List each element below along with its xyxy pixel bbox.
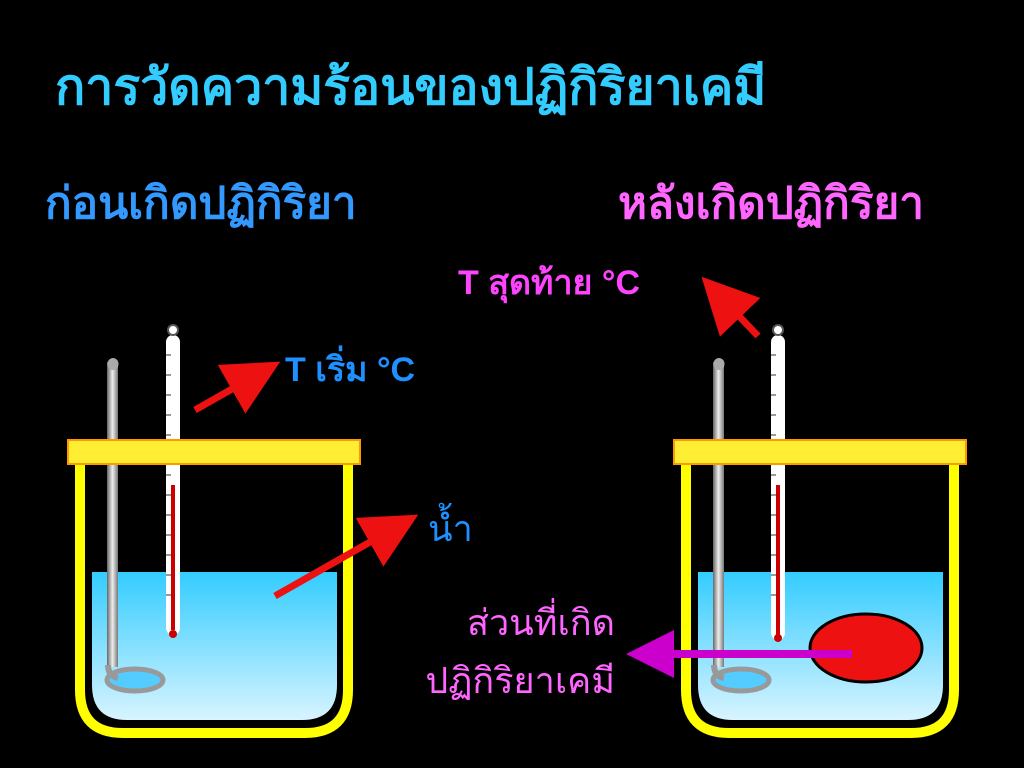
temp-start-label: T เริ่ม °C [285,351,416,389]
arrow-to-tend [701,276,761,339]
after-reaction-heading: หลังเกิดปฏิกิริยา [618,178,924,229]
temp-end-label: T สุดท้าย °C [458,264,641,302]
right-stirrer-ring [710,666,772,694]
water-label: น้ำ [428,509,473,550]
reaction-label-line2: ปฏิกิริยาเคมี [425,661,615,702]
left-thermometer [166,324,180,638]
right-stirrer-rod [713,362,724,667]
left-lid [67,439,361,465]
arrow-to-water [273,514,419,600]
reaction-label-line1: ส่วนที่เกิด [466,603,615,644]
right-beaker [673,324,967,738]
left-beaker [67,324,361,738]
reaction-region-label: ส่วนที่เกิด ปฏิกิริยาเคมี [400,595,615,711]
before-reaction-heading: ก่อนเกิดปฏิกิริยา [45,178,357,229]
right-lid [673,439,967,465]
left-water [92,572,337,720]
reaction-blob [808,612,924,684]
arrow-to-tstart [193,361,281,414]
left-stirrer-ring [104,666,166,694]
left-stirrer-rod [107,362,118,667]
page-title: การวัดความร้อนของปฏิกิริยาเคมี [55,57,767,116]
right-thermometer [771,324,785,642]
